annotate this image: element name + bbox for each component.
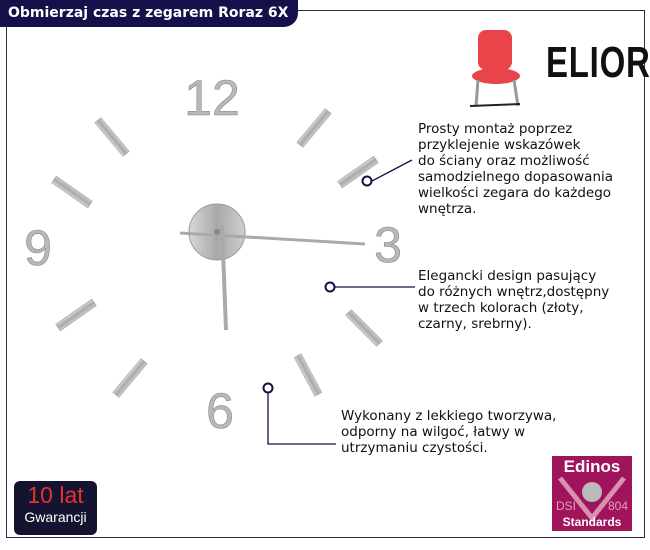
content-frame [6,10,645,538]
clock-tick [94,117,130,157]
page-title: Obmierzaj czas z zegarem Roraz 6X [0,0,299,27]
brand-logo: ELIOR [546,38,650,87]
warranty-badge: 10 lat Gwarancji [14,481,97,535]
callout-dot [262,382,274,394]
callout-dot [361,175,373,187]
clock-tick [112,358,148,398]
clock-tick [293,353,323,397]
clock-tick [337,155,379,189]
clock-number-3: 3 [374,217,402,273]
clock-number-9: 9 [24,220,52,276]
chair-logo-icon [469,30,521,107]
clock-tick [296,108,332,148]
clock-tick [345,309,383,347]
clock-number-12: 12 [184,70,240,126]
feature-3: Wykonany z lekkiego tworzywa,odporny na … [341,408,557,456]
callout-dot [324,281,336,293]
clock-tick [55,298,97,332]
clock-tick [51,175,93,209]
clock-number-6: 6 [206,383,234,439]
certification-badge: Edinos DSI 804 Standards [552,456,632,531]
